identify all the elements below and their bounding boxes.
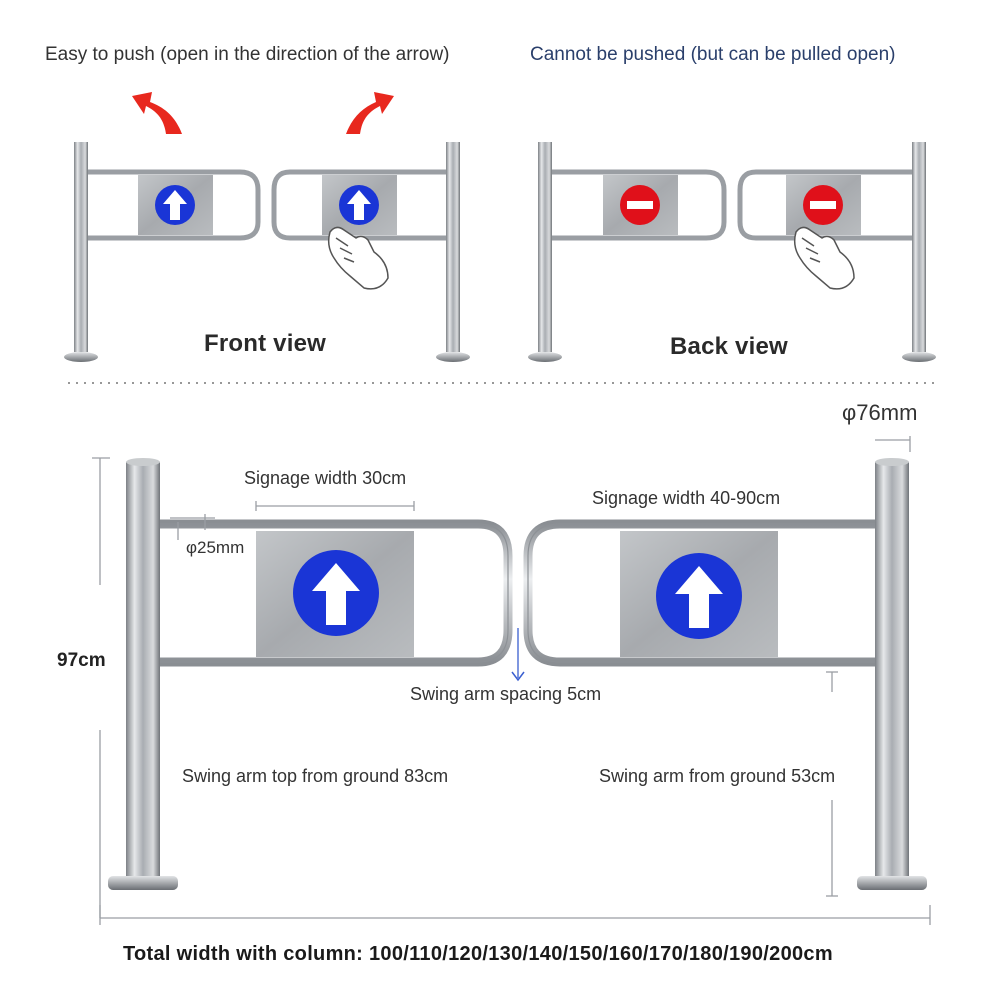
curved-arrow-icon [132, 92, 182, 134]
up-arrow-sign-icon [656, 553, 742, 639]
hand-icon [793, 226, 855, 290]
signage-small-label: Signage width 30cm [244, 468, 407, 488]
arm-bottom-label: Swing arm from ground 53cm [599, 766, 836, 786]
pull-caption: Cannot be pushed (but can be pulled open… [530, 44, 896, 65]
signage-large-label: Signage width 40-90cm [592, 488, 781, 508]
curved-arrow-icon [346, 92, 394, 134]
back-view-label: Back view [670, 333, 788, 360]
dimension-lines [92, 436, 931, 925]
front-view-gate [64, 92, 470, 362]
front-view-label: Front view [204, 330, 327, 357]
column-diameter-label: φ76mm [842, 400, 918, 425]
height-label: 97cm [57, 650, 106, 671]
arm-top-label: Swing arm top from ground 83cm [182, 766, 449, 786]
hand-icon [327, 226, 389, 290]
back-view-gate [528, 142, 936, 362]
no-entry-sign-icon [803, 185, 843, 225]
push-caption: Easy to push (open in the direction of t… [45, 44, 450, 65]
no-entry-sign-icon [620, 185, 660, 225]
up-arrow-sign-icon [293, 550, 379, 636]
total-width-label: Total width with column: 100/110/120/130… [123, 943, 833, 965]
arm-spacing-label: Swing arm spacing 5cm [410, 684, 602, 704]
dimension-drawing [92, 436, 931, 925]
up-arrow-sign-icon [155, 185, 195, 225]
tube-diameter-label: φ25mm [186, 538, 245, 557]
up-arrow-sign-icon [339, 185, 379, 225]
